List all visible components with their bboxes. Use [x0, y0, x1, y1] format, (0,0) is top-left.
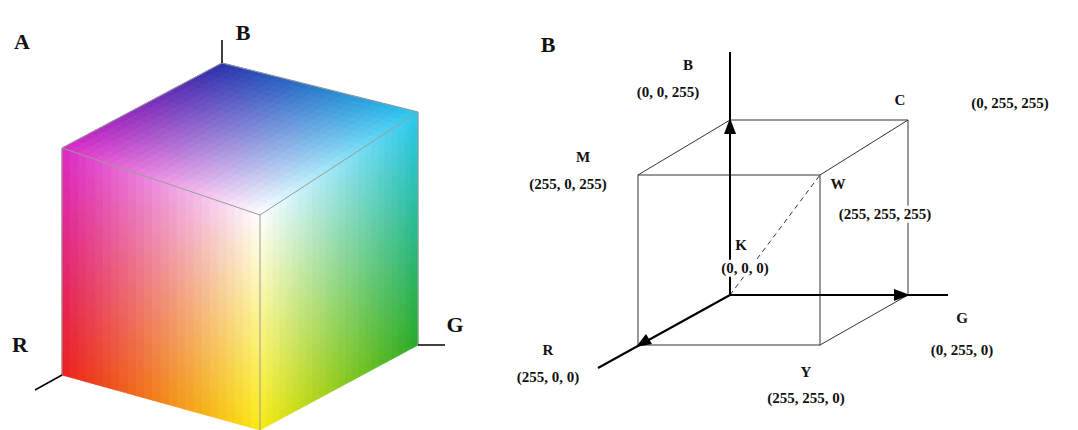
wire-cube: [638, 120, 908, 345]
axis-line: [598, 295, 730, 368]
color-cell: [62, 366, 70, 378]
color-cell: [235, 414, 243, 425]
color-cell: [169, 396, 177, 407]
color-cell: [326, 382, 333, 395]
color-cell: [227, 412, 235, 423]
color-cell: [379, 353, 386, 366]
axis-line: [730, 294, 948, 296]
color-cell: [244, 416, 252, 427]
color-cell: [87, 372, 95, 384]
vertex-label: R: [541, 342, 556, 359]
axis-line: [418, 344, 445, 346]
cube-edge: [62, 63, 418, 215]
cube-edge: [638, 120, 730, 175]
panel-letter: B: [539, 33, 558, 57]
color-cell: [211, 407, 219, 418]
color-cube: [62, 63, 418, 430]
arrowhead: [636, 334, 652, 347]
coordinate-label: (255, 255, 255): [837, 206, 934, 223]
cube-edge: [62, 148, 63, 375]
color-cell: [359, 364, 366, 377]
cube-edge: [820, 120, 908, 175]
color-cell: [194, 403, 202, 414]
color-cell: [352, 367, 359, 380]
panel-letter: A: [12, 30, 32, 54]
cube-edge: [418, 112, 419, 345]
cube-edge: [730, 120, 908, 121]
color-cell: [252, 419, 260, 430]
color-cell: [319, 385, 326, 398]
color-cell: [286, 403, 293, 416]
color-cell: [411, 335, 418, 348]
axis-label: G: [444, 313, 465, 337]
axis-line: [35, 375, 62, 390]
vertex-label: K: [733, 237, 749, 254]
color-cell: [293, 400, 300, 413]
arrowhead: [724, 118, 736, 134]
color-cell: [398, 342, 405, 355]
color-cell: [128, 384, 136, 396]
coordinate-label: (0, 0, 255): [635, 84, 702, 101]
color-cell: [267, 414, 274, 427]
color-cell: [273, 410, 280, 423]
color-cell: [372, 357, 379, 370]
color-cell: [95, 375, 103, 387]
cube-edge: [260, 215, 261, 430]
coordinate-label: (255, 0, 255): [527, 176, 609, 193]
axis-label: R: [10, 333, 30, 357]
vertex-label: C: [893, 92, 908, 109]
color-cell: [70, 368, 78, 380]
vertex-label: Y: [799, 364, 814, 381]
color-cell: [339, 375, 346, 388]
vertex-label: G: [954, 310, 970, 327]
color-cell: [385, 350, 392, 363]
color-cell: [103, 377, 111, 389]
axis-line: [729, 52, 731, 295]
arrowheads: [636, 118, 910, 347]
color-cell: [300, 396, 307, 409]
color-cell: [365, 360, 372, 373]
color-cell: [120, 382, 128, 394]
coordinate-label: (0, 255, 255): [969, 95, 1051, 112]
color-cell: [332, 378, 339, 391]
arrowhead: [894, 289, 910, 301]
color-cell: [260, 417, 267, 430]
axis-line: [221, 40, 223, 63]
color-cell: [219, 409, 227, 420]
color-cell: [306, 392, 313, 405]
axes: [598, 52, 948, 368]
cube-edge: [820, 295, 908, 345]
axis-label: B: [234, 21, 253, 45]
color-cell: [136, 386, 144, 398]
color-cell: [280, 407, 287, 420]
color-cell: [178, 398, 186, 409]
color-cell: [112, 379, 120, 391]
coordinate-label: (0, 255, 0): [929, 342, 996, 359]
vertex-label: B: [681, 57, 695, 74]
color-cell: [405, 339, 412, 352]
color-cell: [202, 405, 210, 416]
vertex-label: W: [829, 176, 848, 193]
axis-ticks: [35, 40, 445, 390]
coordinate-label: (255, 0, 0): [515, 369, 582, 386]
coordinate-label: (0, 0, 0): [719, 260, 771, 277]
color-cell: [161, 393, 169, 405]
vertex-label: M: [574, 149, 592, 166]
color-cell: [153, 391, 161, 403]
gray-diagonal: [730, 175, 820, 295]
color-cell: [392, 346, 399, 359]
color-cell: [79, 370, 87, 382]
color-cell: [186, 400, 194, 411]
color-cell: [346, 371, 353, 384]
color-cell: [145, 389, 153, 401]
color-cell: [313, 389, 320, 402]
cube-edges: [62, 63, 418, 430]
coordinate-label: (255, 255, 0): [765, 390, 847, 407]
